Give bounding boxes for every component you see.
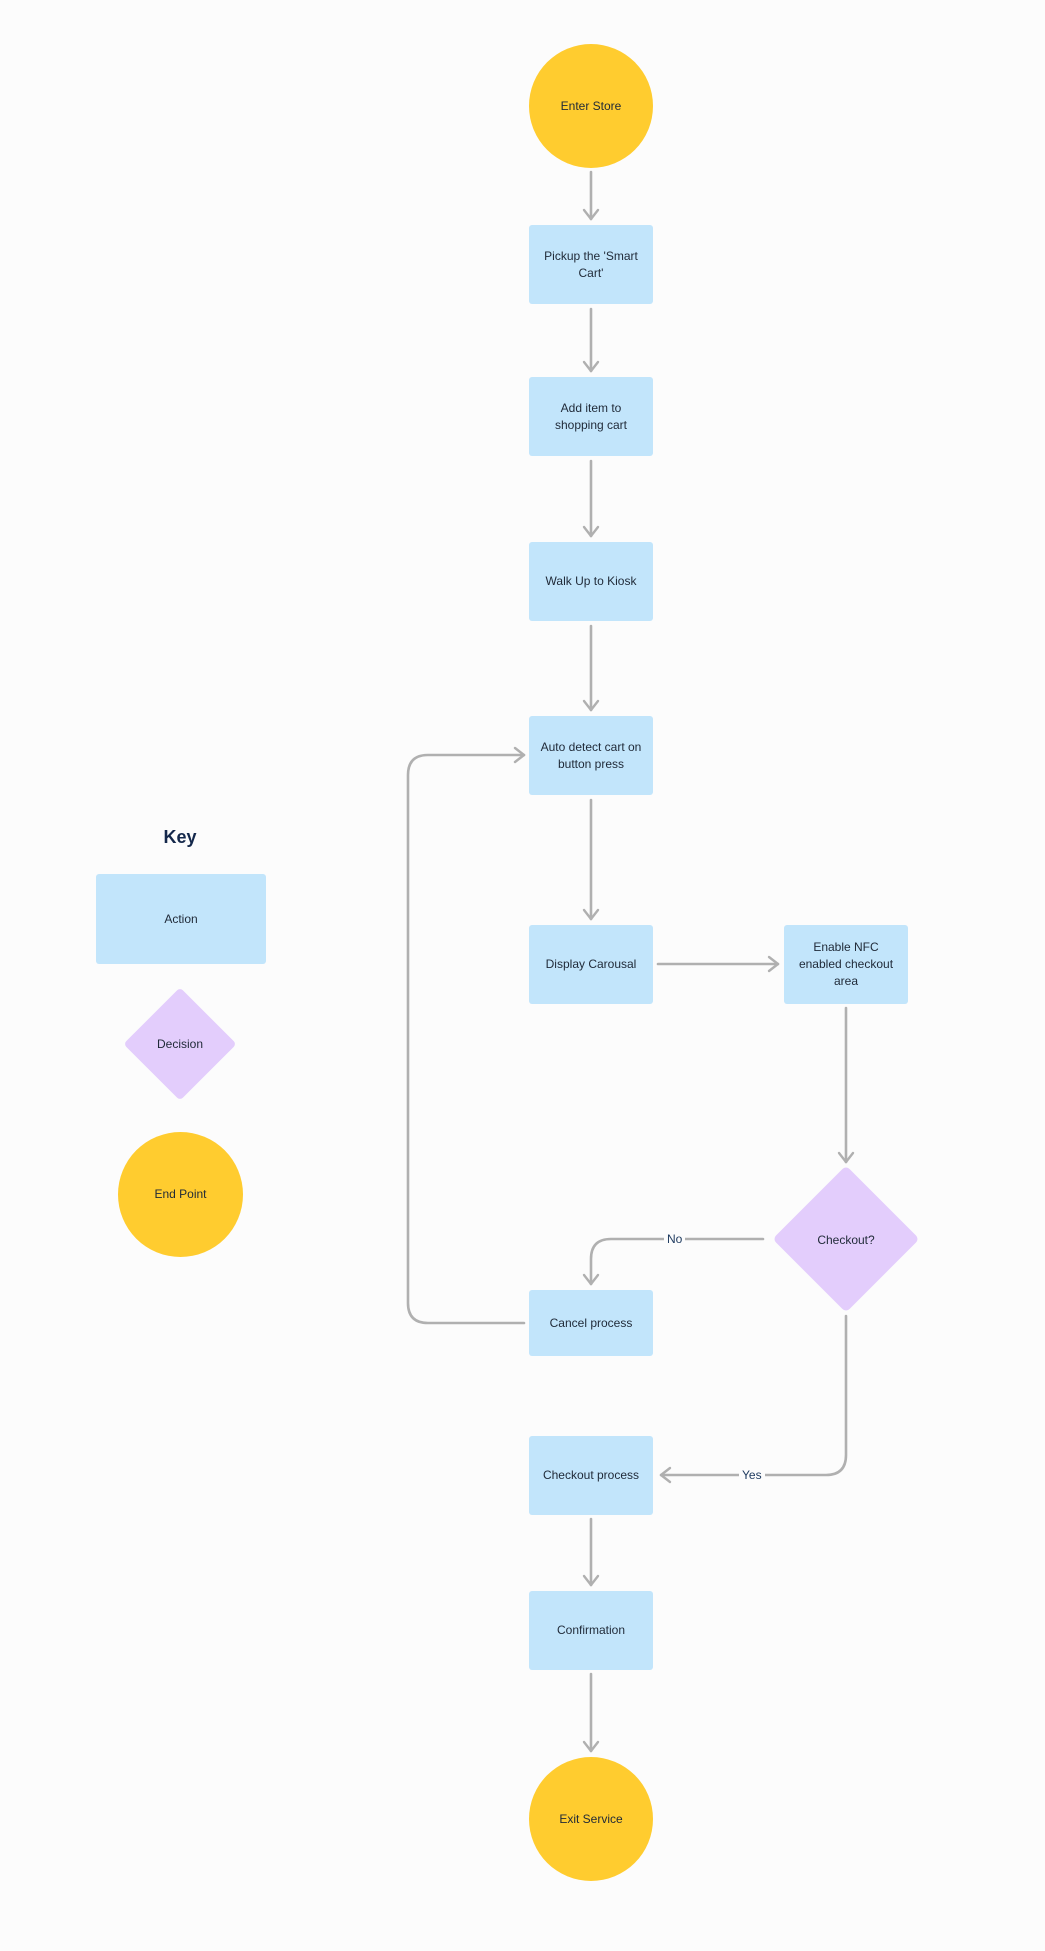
enter-store-node: Enter Store: [529, 44, 653, 168]
display-carousal-node: Display Carousal: [529, 925, 653, 1004]
key-decision-label: Decision: [156, 1037, 204, 1051]
enable-nfc-node: Enable NFC enabled checkout area: [784, 925, 908, 1004]
checkout-decision-label: Checkout?: [817, 1232, 875, 1247]
connector-checkout-yes-to-process: [659, 1314, 848, 1484]
checkout-decision-diamond: Checkout?: [766, 1165, 926, 1313]
key-decision-diamond: Decision: [123, 987, 237, 1101]
confirmation-node: Confirmation: [529, 1591, 653, 1670]
exit-service-node: Exit Service: [529, 1757, 653, 1881]
checkout-process-node: Checkout process: [529, 1436, 653, 1515]
edge-label-yes: Yes: [739, 1468, 765, 1482]
connector-cancel-to-auto: [406, 746, 526, 1325]
key-title: Key: [163, 827, 197, 847]
key-action-box: Action: [96, 874, 266, 964]
connector-checkout-no-to-cancel: [582, 1237, 765, 1286]
edge-label-no: No: [664, 1232, 686, 1246]
walk-up-kiosk-node: Walk Up to Kiosk: [529, 542, 653, 621]
auto-detect-cart-node: Auto detect cart on button press: [529, 716, 653, 795]
pickup-cart-node: Pickup the 'Smart Cart': [529, 225, 653, 304]
add-item-node: Add item to shopping cart: [529, 377, 653, 456]
key-end-point-circle: End Point: [118, 1132, 243, 1257]
cancel-process-node: Cancel process: [529, 1290, 653, 1356]
